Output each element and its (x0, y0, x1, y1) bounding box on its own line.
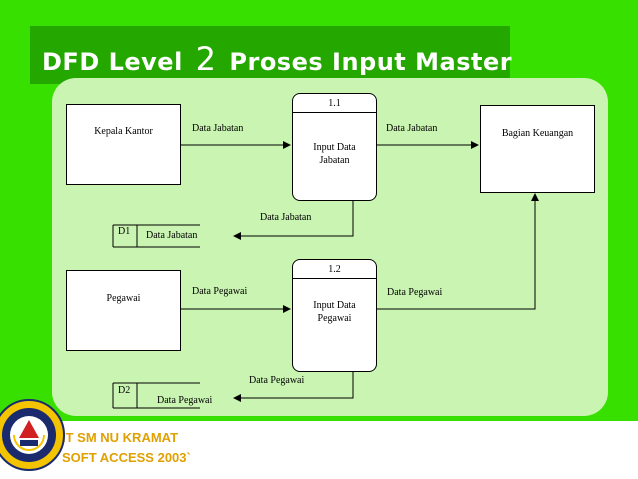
flow-p2-to-keuangan (377, 193, 539, 310)
flow-label-p1-to-keuangan: Data Jabatan (386, 123, 438, 134)
footer-band (0, 421, 638, 479)
flow-label-pegawai-to-p2: Data Pegawai (192, 286, 248, 297)
process-1-1: 1.1 Input Data Jabatan (292, 93, 377, 201)
flow-label-p1-to-d1: Data Jabatan (260, 212, 312, 223)
title-prefix: DFD Level (42, 48, 183, 76)
flow-label-p2-to-keuangan: Data Pegawai (387, 287, 443, 298)
entity-kepala-kantor: Kepala Kantor (66, 104, 181, 185)
flow-p1-to-d1 (233, 200, 354, 240)
footer-line-2: SOFT ACCESS 2003` (62, 450, 191, 465)
store-d2-name: Data Pegawai (157, 395, 213, 406)
entity-pegawai: Pegawai (66, 270, 181, 351)
flow-p2-to-d2 (233, 371, 354, 402)
store-d1-name: Data Jabatan (146, 230, 198, 241)
entity-bagian-keuangan: Bagian Keuangan (480, 105, 595, 193)
store-d2-id: D2 (118, 385, 131, 396)
school-logo-icon (0, 399, 65, 471)
store-d1-id: D1 (118, 226, 131, 237)
footer-line-1: IT SM NU KRAMAT (62, 430, 179, 445)
flow-label-kepala-to-p1: Data Jabatan (192, 123, 244, 134)
title-suffix: Proses Input Master (229, 48, 513, 76)
process-1-2: 1.2 Input Data Pegawai (292, 259, 377, 372)
slide-title: DFD Level 2 Proses Input Master (42, 40, 512, 78)
title-number: 2 (195, 40, 217, 78)
title-bar (30, 26, 510, 84)
flow-label-p2-to-d2: Data Pegawai (249, 375, 305, 386)
